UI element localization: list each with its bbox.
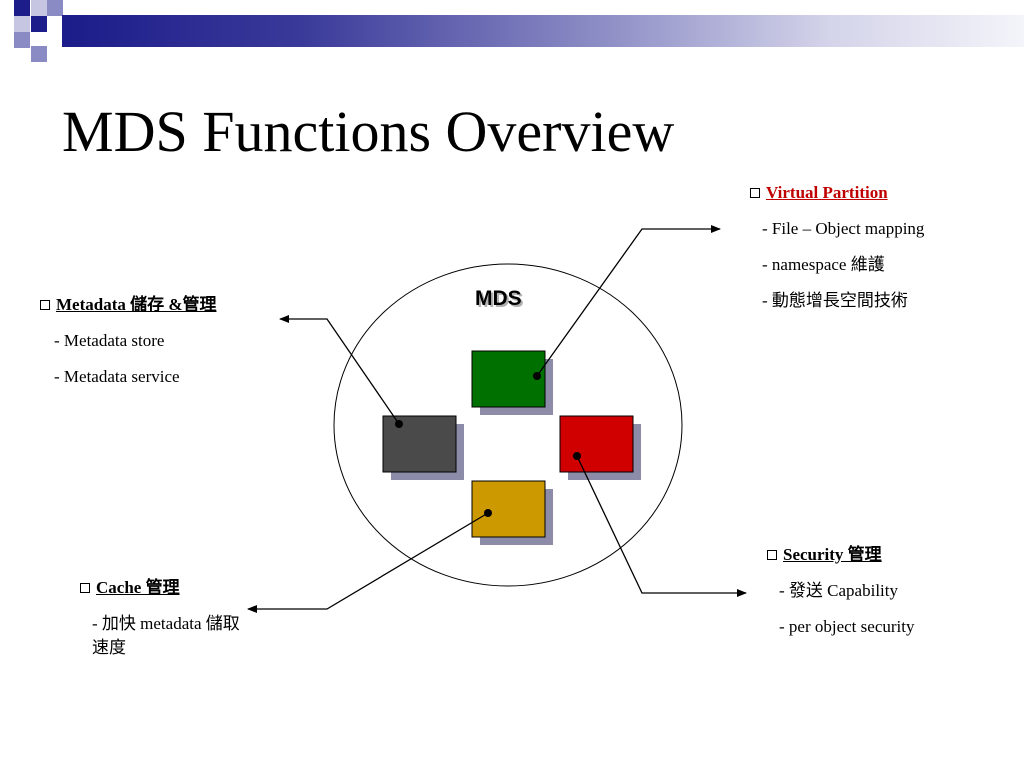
metadata-heading: Metadata 儲存 &管理 xyxy=(56,295,217,314)
virtual-partition-heading: Virtual Partition xyxy=(766,183,888,202)
virtual-partition-block: Virtual Partition - File – Object mappin… xyxy=(750,175,924,319)
list-item: - Metadata store xyxy=(54,331,165,350)
gray-box xyxy=(382,415,464,480)
connector-dot xyxy=(484,509,492,517)
security-block: Security 管理 - 發送 Capability - per object… xyxy=(767,537,914,645)
connector-metadata xyxy=(279,315,400,425)
gold-box xyxy=(471,480,553,545)
connector-dot xyxy=(573,452,581,460)
connector-dot xyxy=(533,372,541,380)
list-item: - 加快 metadata 儲取速度 xyxy=(92,614,240,657)
list-item: - 動態增長空間技術 xyxy=(762,291,908,310)
square-bullet-icon xyxy=(80,583,90,593)
metadata-block: Metadata 儲存 &管理 - Metadata store - Metad… xyxy=(40,287,217,395)
green-box xyxy=(471,350,553,415)
mds-ellipse xyxy=(333,263,683,587)
connector-cache xyxy=(247,512,489,613)
connector-virtual-partition xyxy=(536,225,721,377)
list-item: - per object security xyxy=(779,617,915,636)
cache-heading: Cache 管理 xyxy=(96,578,180,597)
mds-label: MDS xyxy=(475,287,522,310)
header-gradient-bar xyxy=(62,15,1024,47)
slide-title: MDS Functions Overview xyxy=(62,99,675,164)
square-bullet-icon xyxy=(40,300,50,310)
cache-block: Cache 管理 - 加快 metadata 儲取速度 xyxy=(80,570,250,660)
square-bullet-icon xyxy=(767,550,777,560)
connector-security xyxy=(576,455,747,597)
list-item: - 發送 Capability xyxy=(779,581,898,600)
list-item: - File – Object mapping xyxy=(762,219,925,238)
connector-dot xyxy=(395,420,403,428)
list-item: - namespace 維護 xyxy=(762,255,885,274)
square-bullet-icon xyxy=(750,188,760,198)
red-box xyxy=(559,415,641,480)
corner-decoration xyxy=(14,0,63,62)
security-heading: Security 管理 xyxy=(783,545,882,564)
list-item: - Metadata service xyxy=(54,367,180,386)
